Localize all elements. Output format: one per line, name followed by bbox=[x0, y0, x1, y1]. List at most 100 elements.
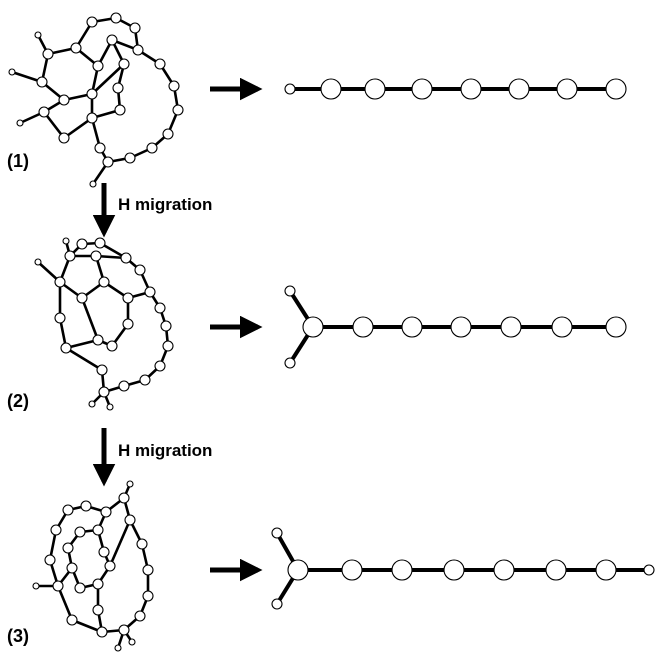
carbon-atom bbox=[66, 614, 78, 626]
carbon-atom bbox=[60, 342, 72, 354]
carbon-atom bbox=[136, 538, 148, 550]
carbon-atom bbox=[80, 500, 92, 512]
carbon-atom bbox=[160, 320, 172, 332]
carbon-atom bbox=[98, 386, 110, 398]
carbon-atom bbox=[162, 128, 174, 140]
hydrogen-atom bbox=[16, 119, 24, 127]
carbon-atom bbox=[86, 112, 98, 124]
carbon-atom bbox=[114, 104, 126, 116]
carbon-atom bbox=[168, 80, 180, 92]
carbon-atom bbox=[122, 318, 134, 330]
carbon-atom bbox=[142, 564, 154, 576]
migration-label-2: H migration bbox=[118, 441, 212, 460]
carbon-atom bbox=[64, 250, 76, 262]
hydrogen-atom bbox=[114, 644, 122, 652]
molecule-cage-1 bbox=[8, 12, 184, 188]
carbon-atom bbox=[70, 42, 82, 54]
bond bbox=[108, 518, 132, 568]
hydrogen-atom bbox=[126, 480, 134, 488]
hydrogen-atom bbox=[128, 638, 136, 646]
carbon-atom bbox=[76, 292, 88, 304]
carbon-atom bbox=[172, 104, 184, 116]
carbon-atom bbox=[595, 559, 617, 581]
carbon-atom bbox=[132, 44, 144, 56]
carbon-atom bbox=[320, 78, 342, 100]
carbon-atom bbox=[112, 82, 124, 94]
carbon-atom bbox=[118, 492, 130, 504]
carbon-atom bbox=[74, 582, 86, 594]
carbon-atom bbox=[134, 610, 146, 622]
carbon-atom bbox=[154, 302, 166, 314]
bond bbox=[56, 584, 74, 622]
carbon-atom bbox=[54, 312, 66, 324]
carbon-atom bbox=[139, 374, 151, 386]
carbon-atom bbox=[104, 560, 116, 572]
carbon-atom bbox=[102, 156, 114, 168]
carbon-atom bbox=[122, 292, 134, 304]
carbon-atom bbox=[92, 334, 104, 346]
carbon-atom bbox=[551, 316, 573, 338]
molecule-cage-2 bbox=[34, 237, 174, 411]
carbon-atom bbox=[92, 578, 104, 590]
carbon-atom bbox=[96, 364, 108, 376]
carbon-atom bbox=[364, 78, 386, 100]
carbon-atom bbox=[401, 316, 423, 338]
carbon-atom bbox=[450, 316, 472, 338]
stage-label-3: (3) bbox=[7, 626, 29, 646]
carbon-atom bbox=[142, 590, 154, 602]
bond bbox=[90, 62, 126, 96]
carbon-atom bbox=[96, 626, 108, 638]
carbon-atom bbox=[62, 504, 74, 516]
bond bbox=[62, 116, 94, 140]
hydrogen-atom bbox=[34, 258, 42, 266]
hydrogen-atom bbox=[32, 582, 40, 590]
carbon-atom bbox=[58, 94, 70, 106]
carbon-atom bbox=[271, 598, 283, 610]
carbon-atom bbox=[643, 564, 655, 576]
carbon-atom bbox=[66, 562, 78, 574]
carbon-atom bbox=[86, 16, 98, 28]
carbon-atom bbox=[90, 250, 102, 262]
carbon-atom bbox=[341, 559, 363, 581]
carbon-atom bbox=[124, 514, 136, 526]
carbon-atom bbox=[54, 276, 66, 288]
carbon-atom bbox=[545, 559, 567, 581]
carbon-atom bbox=[500, 316, 522, 338]
carbon-atom bbox=[146, 142, 158, 154]
carbon-atom bbox=[284, 83, 296, 95]
carbon-atom bbox=[154, 58, 166, 70]
carbon-atom bbox=[120, 252, 132, 264]
carbon-atom bbox=[124, 152, 136, 164]
carbon-atom bbox=[118, 380, 130, 392]
hydrogen-atom bbox=[8, 68, 16, 76]
carbon-atom bbox=[110, 12, 122, 24]
carbon-atom bbox=[92, 524, 104, 536]
carbon-atom bbox=[391, 559, 413, 581]
carbon-atom bbox=[38, 106, 50, 118]
carbon-atom bbox=[118, 58, 130, 70]
carbon-atom bbox=[154, 360, 166, 372]
carbon-atom bbox=[287, 559, 309, 581]
carbon-atom bbox=[493, 559, 515, 581]
migration-label-1: H migration bbox=[118, 195, 212, 214]
bond bbox=[80, 296, 100, 342]
carbon-atom bbox=[129, 22, 141, 34]
carbon-atom bbox=[144, 286, 156, 298]
carbon-atom bbox=[118, 624, 130, 636]
carbon-atom bbox=[76, 238, 88, 250]
carbon-atom bbox=[271, 527, 283, 539]
linear-chain-2 bbox=[284, 285, 627, 369]
carbon-atom bbox=[98, 546, 110, 558]
hydrogen-atom bbox=[62, 237, 70, 245]
carbon-atom bbox=[162, 340, 174, 352]
carbon-atom bbox=[460, 78, 482, 100]
carbon-atom bbox=[508, 78, 530, 100]
molecule-cage-3 bbox=[32, 480, 154, 652]
hydrogen-atom bbox=[106, 403, 114, 411]
carbon-atom bbox=[106, 340, 118, 352]
carbon-atom bbox=[98, 276, 110, 288]
carbon-atom bbox=[411, 78, 433, 100]
carbon-atom bbox=[106, 34, 118, 46]
carbon-atom bbox=[284, 357, 296, 369]
